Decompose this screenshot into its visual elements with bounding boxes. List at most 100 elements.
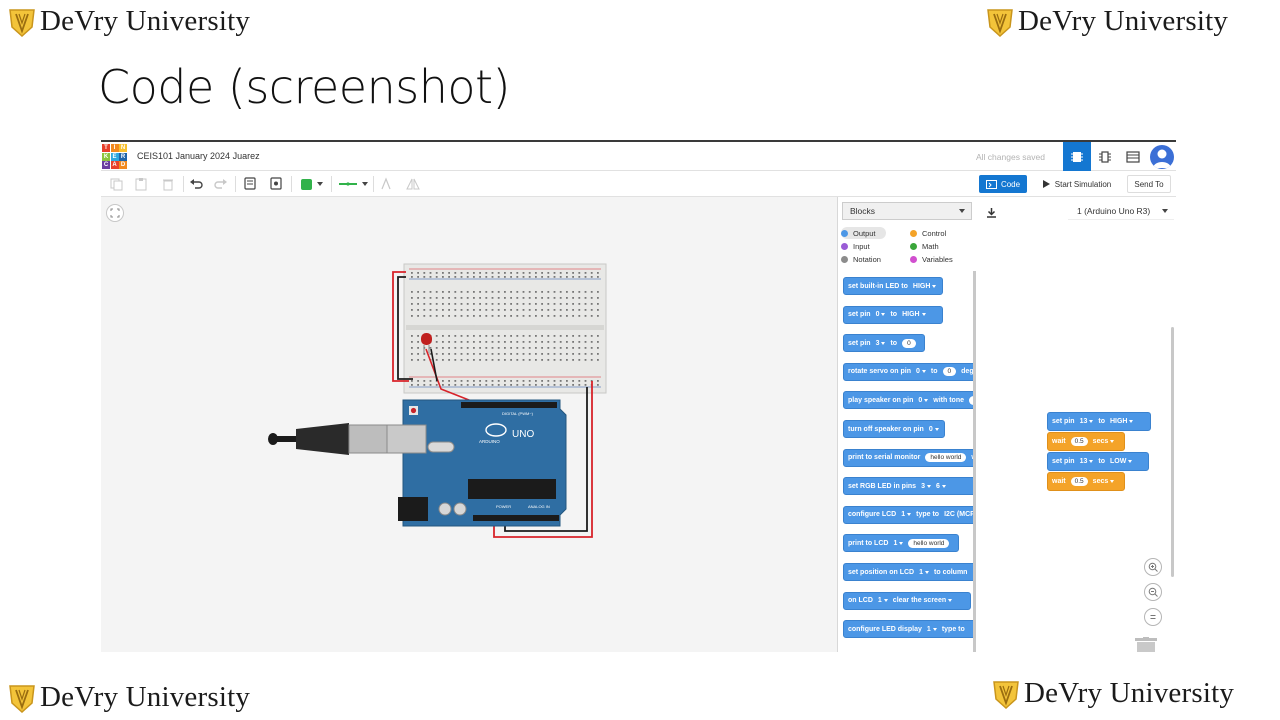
block-dropdown[interactable]: 1: [919, 569, 929, 576]
category-control[interactable]: Control: [910, 227, 946, 239]
breadboard-hole: [510, 335, 512, 337]
notes-visibility-button[interactable]: [267, 175, 285, 193]
category-notation[interactable]: Notation: [841, 253, 881, 265]
block-dropdown[interactable]: 1: [893, 540, 903, 547]
category-input[interactable]: Input: [841, 240, 870, 252]
user-avatar[interactable]: [1150, 145, 1174, 169]
rotate-button[interactable]: [377, 175, 395, 193]
block-value-input[interactable]: hello world: [925, 453, 967, 463]
block-dropdown[interactable]: 1: [878, 597, 888, 604]
code-mode-select[interactable]: Blocks: [842, 202, 972, 220]
block-dropdown[interactable]: 1: [901, 511, 911, 518]
board-select[interactable]: 1 (Arduino Uno R3): [1068, 202, 1174, 220]
breadboard-hole: [547, 272, 550, 274]
block-dropdown[interactable]: secs: [1093, 438, 1115, 445]
breadboard-hole: [442, 359, 444, 361]
trash-icon[interactable]: [1134, 637, 1158, 652]
breadboard[interactable]: [403, 263, 607, 394]
zoom-in-button[interactable]: [1144, 558, 1162, 576]
category-variables[interactable]: Variables: [910, 253, 953, 265]
breadboard-hole: [448, 272, 450, 274]
copy-button[interactable]: [107, 175, 125, 193]
block-text: set pin: [1052, 458, 1075, 465]
breadboard-hole: [535, 353, 537, 355]
breadboard-hole: [590, 291, 593, 293]
color-picker[interactable]: [297, 175, 327, 193]
code-button[interactable]: Code: [979, 175, 1027, 193]
wire-type-picker[interactable]: [336, 175, 370, 193]
block-value-input[interactable]: hello world: [908, 538, 950, 548]
block-dropdown[interactable]: 6: [936, 483, 946, 490]
block-dropdown[interactable]: HIGH: [902, 311, 926, 318]
block-dropdown[interactable]: 0: [918, 397, 928, 404]
zoom-reset-button[interactable]: [1144, 608, 1162, 626]
usb-cable[interactable]: [268, 423, 388, 455]
breadboard-hole: [516, 297, 519, 299]
component-list-button[interactable]: [1119, 142, 1147, 171]
block-value-input[interactable]: 0: [942, 367, 957, 377]
breadboard-hole: [454, 335, 457, 337]
block-dropdown[interactable]: 0: [929, 426, 939, 433]
fit-view-button[interactable]: [106, 204, 124, 222]
palette-scrollbar[interactable]: [973, 271, 976, 652]
block-dropdown[interactable]: clear the screen: [893, 597, 952, 604]
block-dropdown[interactable]: secs: [1093, 478, 1115, 485]
category-math[interactable]: Math: [910, 240, 939, 252]
breadboard-hole: [559, 297, 562, 299]
block-dropdown[interactable]: 0: [876, 311, 886, 318]
paste-button[interactable]: [132, 175, 150, 193]
start-simulation-button[interactable]: Start Simulation: [1031, 175, 1123, 193]
zoom-out-button[interactable]: [1144, 583, 1162, 601]
block-dropdown[interactable]: LOW: [1110, 458, 1132, 465]
undo-button[interactable]: [187, 175, 205, 193]
redo-button[interactable]: [212, 175, 230, 193]
block-dropdown[interactable]: 13: [1080, 418, 1094, 425]
breadboard-hole: [460, 272, 463, 274]
breadboard-hole: [454, 353, 457, 355]
block-dropdown[interactable]: 13: [1080, 458, 1094, 465]
red-led[interactable]: [421, 333, 432, 353]
block-dropdown[interactable]: 3: [876, 340, 886, 347]
block-dropdown[interactable]: HIGH: [1110, 418, 1134, 425]
block-value-input[interactable]: 0: [902, 338, 916, 348]
block-value-input[interactable]: 0.5: [1070, 477, 1088, 486]
project-title[interactable]: CEIS101 January 2024 Juarez: [137, 151, 260, 161]
send-to-button[interactable]: Send To: [1127, 175, 1171, 193]
delete-button[interactable]: [159, 175, 177, 193]
category-output[interactable]: Output: [841, 227, 886, 239]
flip-button[interactable]: [404, 175, 422, 193]
breadboard-hole: [497, 272, 500, 274]
schematic-view-button[interactable]: [1091, 142, 1119, 171]
breadboard-hole: [578, 353, 581, 355]
notes-button[interactable]: [241, 175, 259, 193]
block-dropdown[interactable]: 1: [927, 626, 937, 633]
workspace-scrollbar[interactable]: [1171, 327, 1174, 577]
block-dropdown[interactable]: 0: [916, 368, 926, 375]
download-code-button[interactable]: [982, 204, 1000, 220]
block-value-input[interactable]: 0.5: [1070, 437, 1088, 446]
circuit-view-button[interactable]: [1063, 142, 1091, 171]
block-dropdown[interactable]: 3: [921, 483, 931, 490]
block-dropdown[interactable]: HIGH: [913, 283, 937, 290]
